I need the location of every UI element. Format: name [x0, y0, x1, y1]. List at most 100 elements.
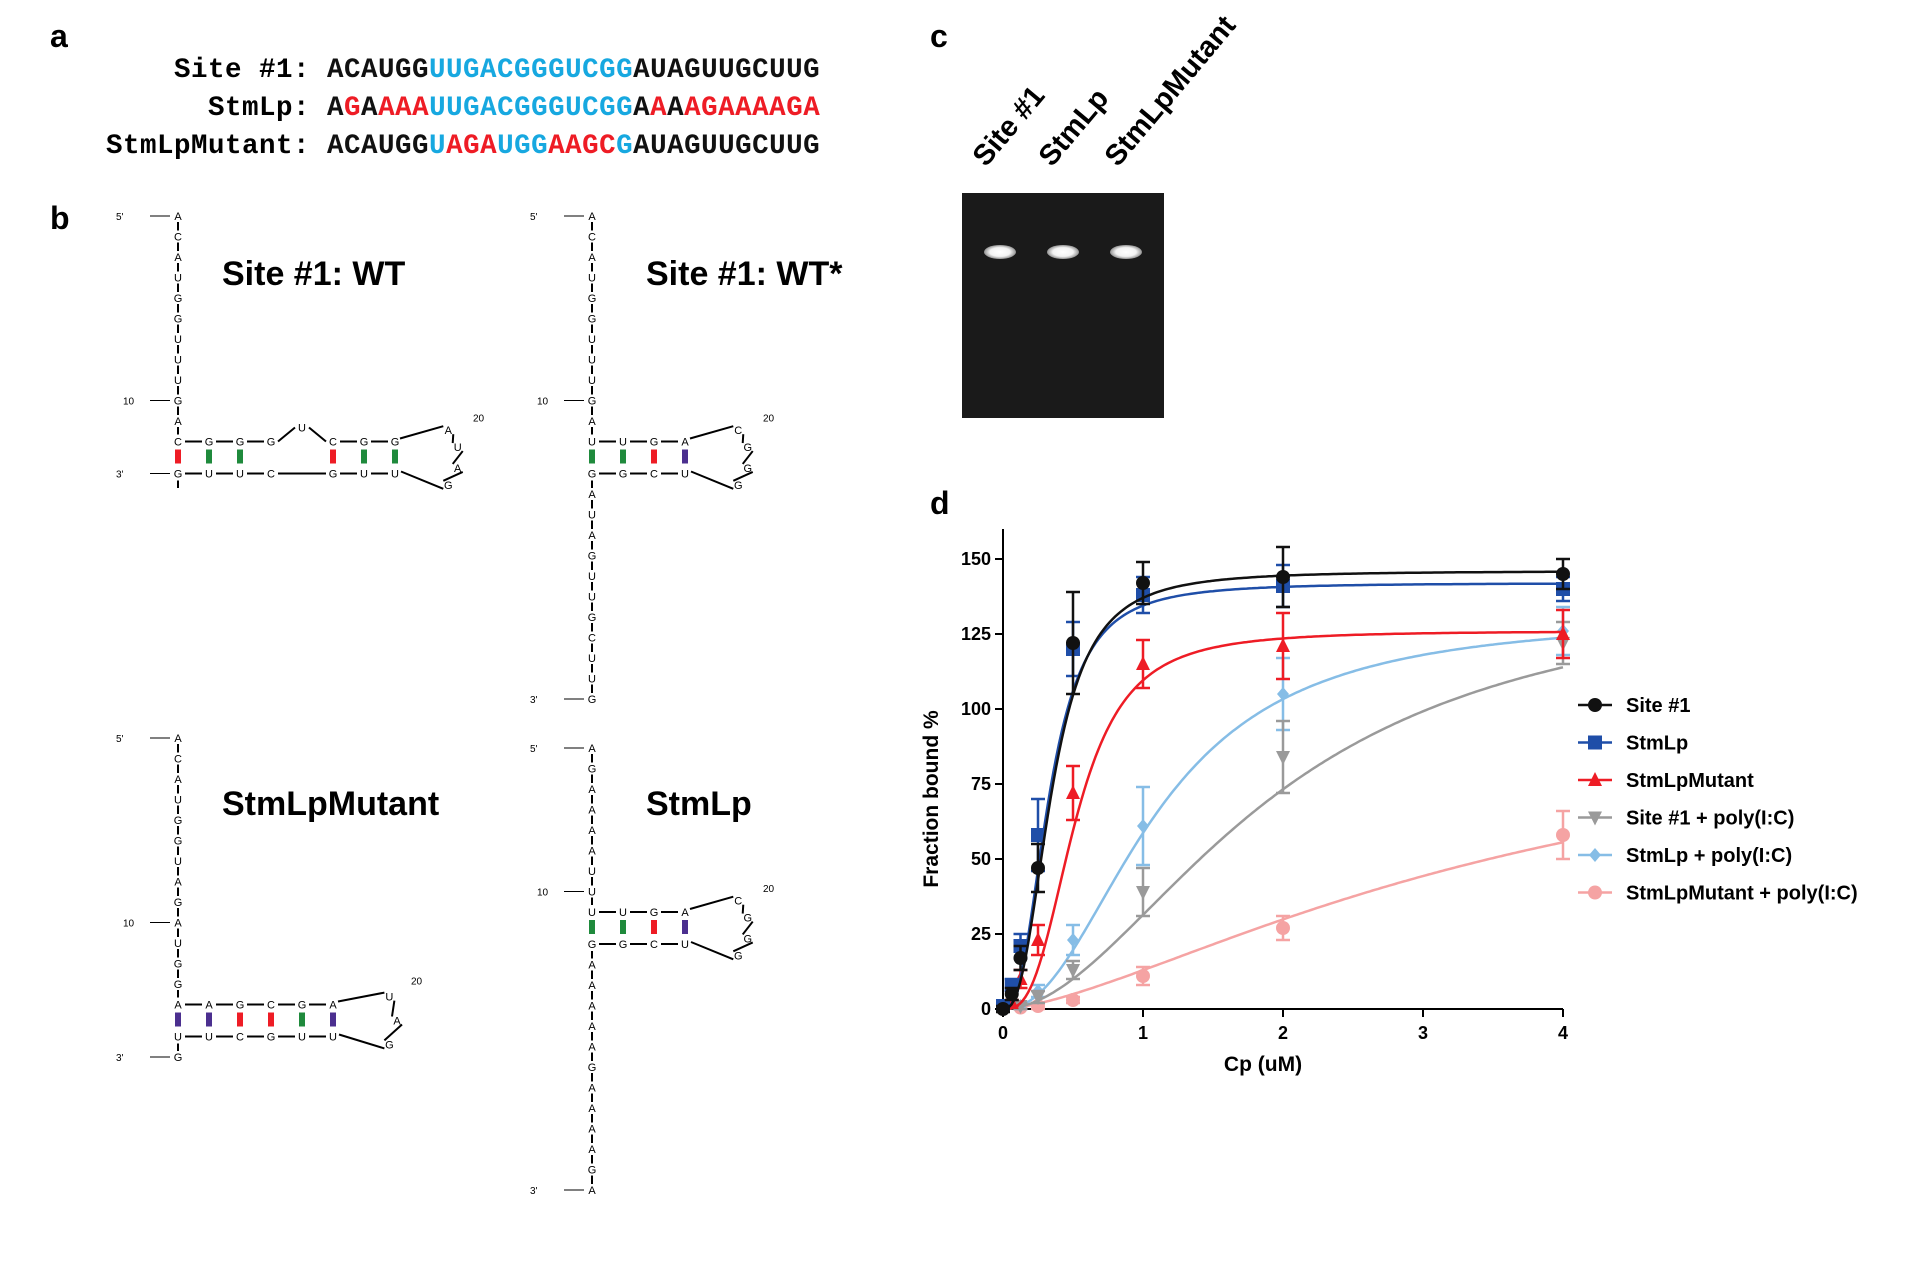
backbone-bond [741, 434, 745, 444]
sequence-segment: U [497, 131, 515, 162]
base-pair-mark [237, 449, 243, 464]
nucleotide: G [329, 469, 338, 481]
base-pair-mark [589, 920, 595, 934]
gel-lane-label-site1: Site #1 [966, 80, 1052, 173]
y-tick-label: 100 [961, 699, 991, 719]
data-point [1031, 861, 1045, 875]
nucleotide: A [588, 1021, 596, 1033]
data-point [1136, 886, 1150, 900]
legend-marker [1588, 735, 1602, 750]
nucleotide: C [734, 896, 742, 908]
nucleotide: U [588, 653, 596, 665]
data-point [1556, 828, 1570, 842]
nucleotide: U [205, 1032, 213, 1044]
three-prime-label: 3' [116, 470, 124, 481]
five-prime-label: 5' [530, 744, 538, 755]
sequence-label: StmLp: [207, 93, 310, 124]
structure-title: StmLp [646, 785, 752, 823]
nucleotide: U [298, 1032, 306, 1044]
nucleotide: A [329, 1000, 337, 1012]
nucleotide: C [650, 939, 658, 951]
three-prime-label: 3' [530, 1186, 538, 1197]
nucleotide: G [588, 764, 597, 776]
nucleotide: G [360, 437, 369, 449]
structure-title: StmLpMutant [222, 785, 439, 823]
nucleotide: U [174, 856, 182, 868]
base-pair-mark [268, 1012, 274, 1027]
data-point [1031, 932, 1045, 946]
nucleotide: G [743, 463, 752, 475]
nucleotide: G [588, 612, 597, 624]
data-point [1556, 567, 1570, 581]
nucleotide: G [743, 933, 752, 945]
x-tick-label: 1 [1138, 1023, 1148, 1043]
nucleotide: U [681, 939, 689, 951]
sequence-row: StmLpMutant: ACAUGGUAGAUGGAAGCGAUAGUUGCU… [40, 131, 820, 162]
series-stmlpmutant-poly-i-c- [1002, 809, 1570, 1015]
nucleotide: U [174, 334, 182, 346]
x-tick-label: 4 [1558, 1023, 1568, 1043]
nucleotide: G [734, 480, 743, 492]
nucleotide: G [743, 442, 752, 454]
sequence-row: Site #1: ACAUGGUUGACGGGUCGGAUAGUUGCUUG [40, 55, 820, 86]
nucleotide: U [174, 795, 182, 807]
base-pair-mark [299, 1012, 305, 1027]
position-20-label: 20 [763, 414, 775, 425]
nucleotide: U [588, 907, 596, 919]
y-tick-label: 75 [971, 774, 991, 794]
data-point [1066, 993, 1080, 1007]
backbone-bond [741, 450, 754, 465]
nucleotide: G [588, 939, 597, 951]
nucleotide: G [174, 836, 183, 848]
nucleotide: G [174, 293, 183, 305]
rna-structure: Site #1: WT5'ACAUGGUUUGA10CGGUGUGCUCGGUG… [116, 211, 485, 492]
nucleotide: U [174, 938, 182, 950]
structure-title: Site #1: WT* [646, 255, 843, 293]
data-point [1276, 638, 1290, 652]
five-prime-label: 5' [530, 212, 538, 223]
position-20-label: 20 [411, 977, 423, 988]
five-prime-label: 5' [116, 212, 124, 223]
nucleotide: U [588, 510, 596, 522]
nucleotide: G [650, 437, 659, 449]
sequence-segment: UUGACGGGUCGG [429, 93, 634, 124]
gel-band-stmlpmutant [1110, 245, 1142, 259]
nucleotide: U [174, 355, 182, 367]
data-point [1066, 785, 1080, 799]
sequence-segment: AAA [378, 93, 430, 124]
nucleotide: G [267, 437, 276, 449]
nucleotide: A [588, 980, 596, 992]
data-point [1276, 921, 1290, 935]
sequence-segment: GG [514, 131, 549, 162]
base-pair-mark [620, 449, 626, 464]
nucleotide: A [174, 877, 182, 889]
rna-structure: StmLp5'AGAAAAUU10UGUGGCAUCGGG20AAAAAGAAA… [530, 743, 775, 1197]
nucleotide: A [588, 530, 596, 542]
nucleotide: U [174, 273, 182, 285]
nucleotide: U [619, 437, 627, 449]
nucleotide: A [588, 1185, 596, 1197]
sequence-segment: A [361, 93, 379, 124]
nucleotide: C [236, 1032, 244, 1044]
gel-image [962, 193, 1164, 418]
nucleotide: G [174, 979, 183, 991]
nucleotide: C [174, 437, 182, 449]
nucleotide: G [174, 959, 183, 971]
nucleotide: A [174, 211, 182, 223]
x-tick-label: 3 [1418, 1023, 1428, 1043]
nucleotide: U [360, 469, 368, 481]
data-point [1066, 964, 1080, 978]
legend-label: StmLp [1626, 733, 1688, 755]
legend-label: Site #1 + poly(I:C) [1626, 808, 1794, 830]
data-point [1031, 828, 1045, 842]
series-stmlpmutant [1003, 608, 1570, 1011]
nucleotide: U [236, 469, 244, 481]
base-pair-mark [330, 1012, 336, 1027]
nucleotide: A [174, 918, 182, 930]
base-pair-mark [651, 449, 657, 464]
series-site-1-poly-i-c- [1002, 620, 1570, 1014]
nucleotide: C [174, 754, 182, 766]
sequence-label: Site #1: [173, 55, 310, 86]
backbone-bond [732, 941, 754, 953]
nucleotide: G [236, 437, 245, 449]
